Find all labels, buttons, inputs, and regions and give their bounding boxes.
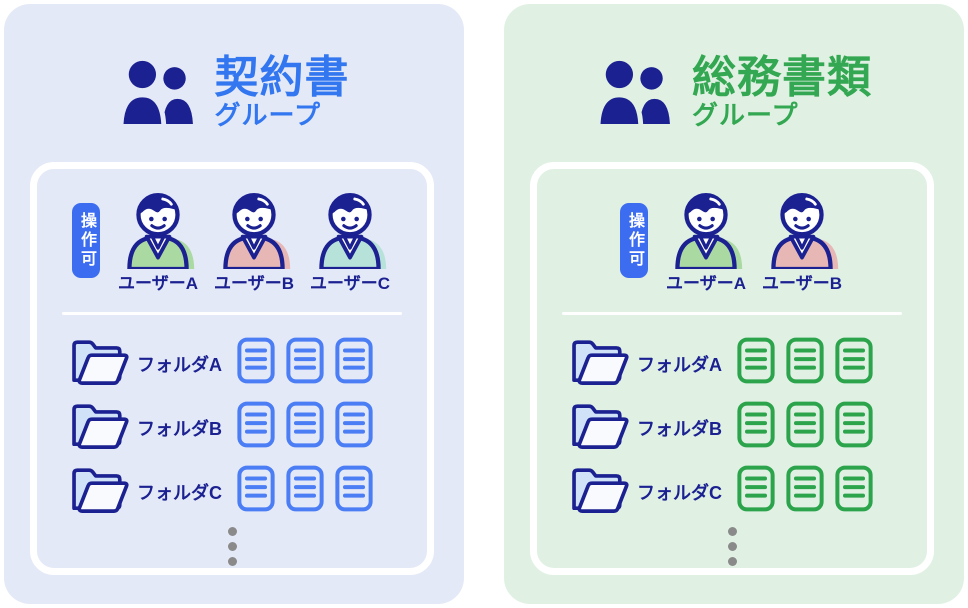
folder-row: フォルダC (571, 461, 927, 515)
user-item: ユーザーA (664, 189, 748, 294)
user-item: ユーザーC (308, 189, 392, 294)
folder-row: フォルダB (71, 397, 427, 451)
permission-badge: 操作可 (620, 203, 648, 278)
folder-name: フォルダB (137, 419, 222, 439)
folder-list: フォルダA フォルダB フォルダC (537, 333, 927, 515)
folder-name: フォルダA (637, 355, 722, 375)
divider (62, 312, 402, 315)
folder-list: フォルダA フォルダB フォルダC (37, 333, 427, 515)
user-avatar-icon (214, 189, 294, 269)
document-icon (786, 465, 824, 512)
user-name: ユーザーB (762, 274, 842, 293)
group-panel-contracts: 契約書 グループ 操作可 ユーザーA ユーザーB ユーザーC フォルダA (4, 4, 464, 604)
folder-row: フォルダA (71, 333, 427, 387)
group-header: 総務書類 グループ (504, 50, 964, 134)
users-row: 操作可 ユーザーA ユーザーB ユーザーC (37, 189, 427, 294)
ellipsis-dots (37, 527, 427, 566)
document-icon (786, 401, 824, 448)
user-avatar-icon (762, 189, 842, 269)
folder-icon (571, 462, 631, 514)
user-name: ユーザーB (214, 274, 294, 293)
user-item: ユーザーB (212, 189, 296, 294)
folder-name: フォルダB (637, 419, 722, 439)
folder-icon (71, 398, 131, 450)
group-title: 契約書 (214, 52, 350, 102)
document-icon (237, 337, 275, 384)
ellipsis-dots (537, 527, 927, 566)
folder-icon (571, 398, 631, 450)
document-icon (335, 465, 373, 512)
permission-badge: 操作可 (72, 203, 100, 278)
group-title: 総務書類 (692, 52, 872, 102)
document-grid (737, 465, 873, 512)
document-grid (237, 337, 373, 384)
group-header: 契約書 グループ (4, 50, 464, 134)
folder-row: フォルダA (571, 333, 927, 387)
document-icon (335, 337, 373, 384)
user-item: ユーザーB (760, 189, 844, 294)
group-card: 操作可 ユーザーA ユーザーB フォルダA (530, 162, 934, 575)
users-row: 操作可 ユーザーA ユーザーB (537, 189, 927, 294)
folder-name: フォルダA (137, 355, 222, 375)
folder-row: フォルダC (71, 461, 427, 515)
document-icon (286, 465, 324, 512)
group-panel-general-affairs: 総務書類 グループ 操作可 ユーザーA ユーザーB フォルダA (504, 4, 964, 604)
folder-icon (571, 334, 631, 386)
user-avatar-icon (118, 189, 198, 269)
document-icon (237, 401, 275, 448)
folder-name: フォルダC (137, 483, 222, 503)
group-people-icon (119, 60, 195, 124)
user-name: ユーザーC (310, 274, 390, 293)
folder-name: フォルダC (637, 483, 722, 503)
document-icon (835, 401, 873, 448)
document-icon (286, 337, 324, 384)
folder-icon (71, 334, 131, 386)
document-icon (835, 465, 873, 512)
folder-icon (71, 462, 131, 514)
divider (562, 312, 902, 315)
user-avatar-icon (310, 189, 390, 269)
user-avatar-icon (666, 189, 746, 269)
document-grid (237, 401, 373, 448)
document-icon (286, 401, 324, 448)
document-icon (737, 401, 775, 448)
user-name: ユーザーA (118, 274, 198, 293)
document-grid (737, 401, 873, 448)
document-icon (237, 465, 275, 512)
document-icon (335, 401, 373, 448)
user-name: ユーザーA (666, 274, 746, 293)
group-card: 操作可 ユーザーA ユーザーB ユーザーC フォルダA (30, 162, 434, 575)
document-grid (237, 465, 373, 512)
document-grid (737, 337, 873, 384)
document-icon (786, 337, 824, 384)
document-icon (737, 337, 775, 384)
document-icon (737, 465, 775, 512)
group-people-icon (596, 60, 672, 124)
user-item: ユーザーA (116, 189, 200, 294)
group-subtitle: グループ (214, 99, 321, 130)
document-icon (835, 337, 873, 384)
folder-row: フォルダB (571, 397, 927, 451)
group-subtitle: グループ (692, 99, 799, 130)
